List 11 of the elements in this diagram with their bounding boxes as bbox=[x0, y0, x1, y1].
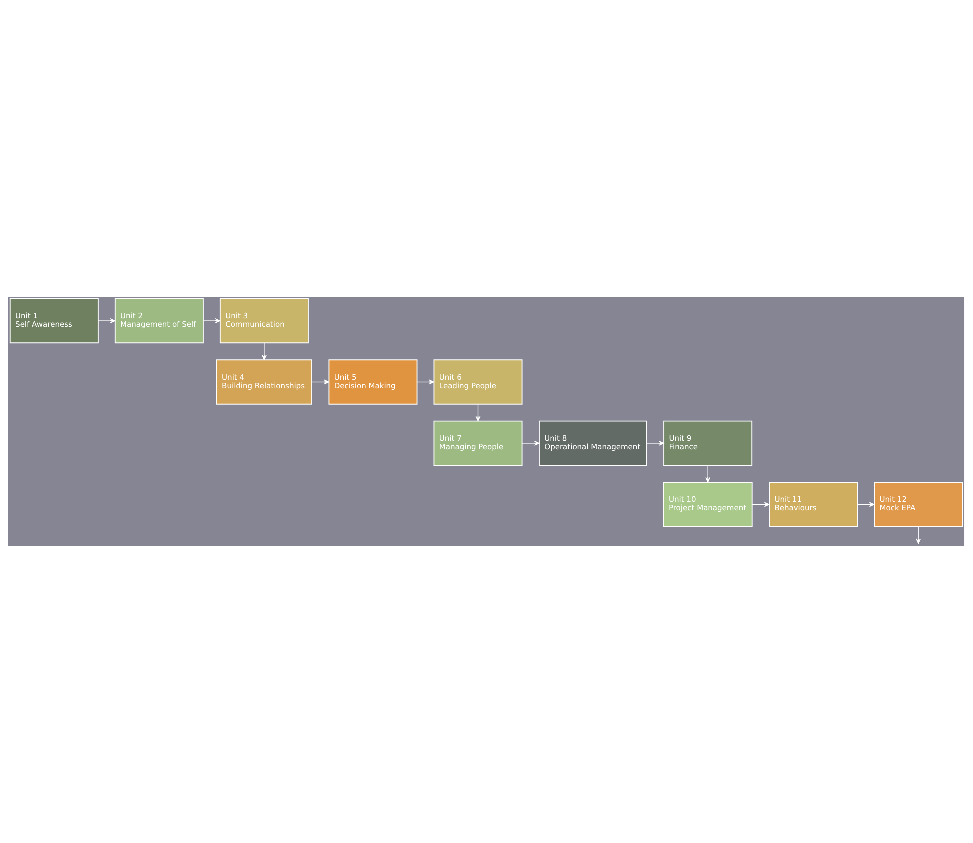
arrow bbox=[857, 502, 875, 508]
arrow bbox=[262, 342, 267, 360]
arrow bbox=[646, 441, 664, 446]
arrow bbox=[522, 441, 540, 446]
arrow bbox=[476, 404, 481, 422]
arrow bbox=[706, 465, 711, 483]
arrow bbox=[416, 380, 434, 385]
arrow bbox=[98, 318, 116, 324]
arrow bbox=[312, 380, 330, 385]
arrow bbox=[203, 318, 221, 324]
arrow bbox=[752, 502, 770, 508]
